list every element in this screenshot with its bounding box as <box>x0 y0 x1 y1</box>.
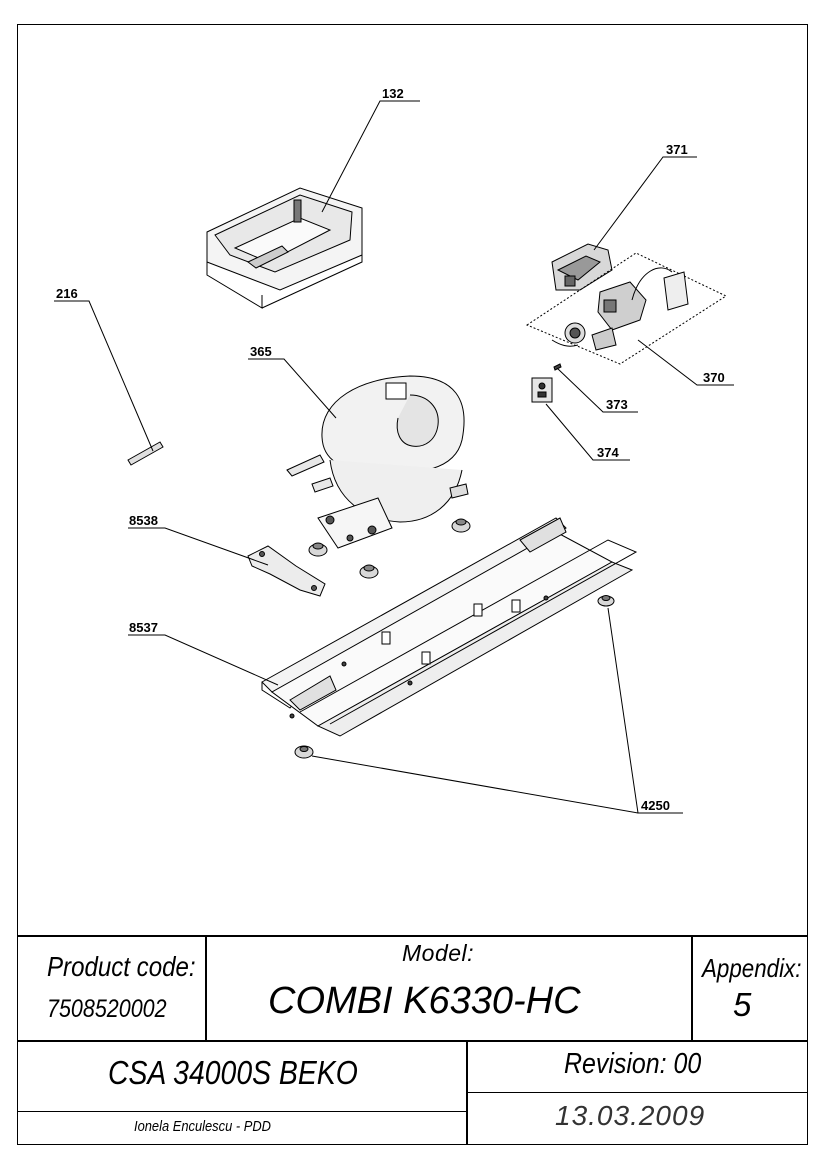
title-block-author-rule <box>17 1111 466 1112</box>
title-block-date-rule <box>466 1092 808 1093</box>
grommets <box>308 518 471 579</box>
title-block-divider-1 <box>205 935 207 1041</box>
part-8538-bracket <box>247 545 326 597</box>
appendix-label: Appendix: <box>702 953 802 983</box>
part-370-electrical-kit <box>525 252 728 365</box>
model-label: Model: <box>402 940 475 966</box>
part-365-compressor <box>286 375 469 549</box>
author: Ionela Enculescu - PDD <box>134 1118 271 1135</box>
callout-373: 373 <box>606 397 628 412</box>
title-block-top-rule <box>17 935 808 937</box>
title-block-divider-2 <box>691 935 693 1041</box>
part-371-relay-cover <box>551 243 613 291</box>
part-374-clip <box>531 377 553 403</box>
title-block-mid-rule <box>17 1040 808 1042</box>
callout-370: 370 <box>703 370 725 385</box>
part-132-cover <box>206 187 363 309</box>
part-8537-base-rails <box>261 517 638 737</box>
callout-8538: 8538 <box>129 513 158 528</box>
callout-132: 132 <box>382 86 404 101</box>
callout-365: 365 <box>250 344 272 359</box>
title-block-divider-3 <box>466 1040 468 1145</box>
callout-371: 371 <box>666 142 688 157</box>
product-code-label: Product code: <box>47 951 196 982</box>
part-373-screw <box>553 363 562 371</box>
product-code-value: 7508520002 <box>47 995 167 1023</box>
model-value: COMBI K6330-HC <box>268 980 581 1022</box>
leader-lines <box>54 100 734 814</box>
part-216-rod <box>127 441 164 466</box>
callout-374: 374 <box>597 445 619 460</box>
revision-date: 13.03.2009 <box>555 1100 706 1131</box>
callout-8537: 8537 <box>129 620 158 635</box>
callout-4250: 4250 <box>641 798 670 813</box>
series-name: CSA 34000S BEKO <box>108 1054 358 1091</box>
callout-216: 216 <box>56 286 78 301</box>
part-4250-feet <box>294 595 615 759</box>
revision: Revision: 00 <box>564 1048 702 1080</box>
drawing-frame <box>17 24 808 1145</box>
appendix-value: 5 <box>733 986 752 1023</box>
